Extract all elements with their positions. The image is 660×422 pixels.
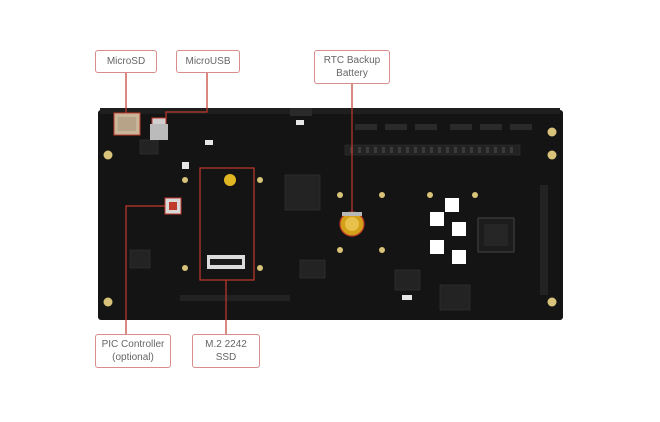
mounting-hole (182, 177, 188, 183)
callout-m2-label-line2: SSD (215, 352, 237, 363)
mounting-hole (337, 247, 343, 253)
callout-pic-controller: PIC Controller (optional) (95, 334, 171, 368)
callout-microusb-label: MicroUSB (185, 56, 231, 67)
pcb-board (98, 108, 563, 320)
mounting-hole (103, 297, 113, 307)
mounting-hole (547, 127, 557, 137)
leader-lines (125, 73, 353, 334)
callout-pic-label-line1: PIC Controller (101, 339, 165, 350)
mounting-hole (182, 265, 188, 271)
callout-m2-label-line1: M.2 2242 (205, 339, 247, 350)
callout-rtc-label-line2: Battery (336, 68, 368, 79)
mounting-hole (547, 150, 557, 160)
callout-m2-ssd: M.2 2242 SSD (192, 334, 260, 368)
callout-microsd: MicroSD (95, 50, 157, 73)
mounting-hole (379, 247, 385, 253)
mounting-hole (379, 192, 385, 198)
mounting-hole (257, 265, 263, 271)
mounting-hole (547, 297, 557, 307)
callout-microsd-label: MicroSD (106, 56, 146, 67)
callout-pic-label-line2: (optional) (112, 352, 154, 363)
mounting-hole (337, 192, 343, 198)
callout-rtc-battery: RTC Backup Battery (314, 50, 390, 84)
mounting-hole (472, 192, 478, 198)
mounting-hole (257, 177, 263, 183)
callout-microusb: MicroUSB (176, 50, 240, 73)
callout-rtc-label-line1: RTC Backup (323, 55, 381, 66)
m2-slot-highlight (199, 167, 255, 281)
mounting-hole (103, 150, 113, 160)
mounting-hole (427, 192, 433, 198)
